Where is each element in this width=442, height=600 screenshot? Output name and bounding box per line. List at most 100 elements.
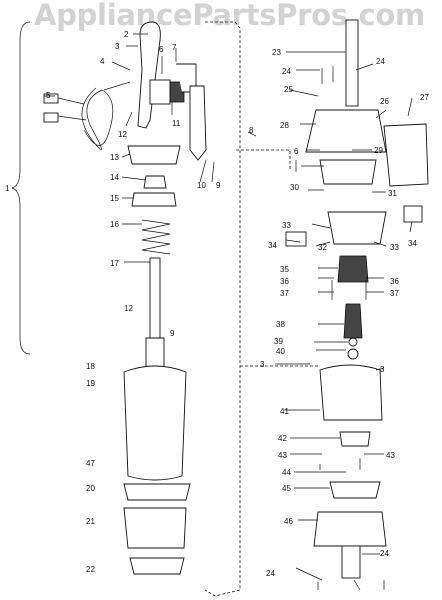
center-tube [149, 257, 161, 339]
callout-label: 20 [86, 484, 95, 493]
callout-label: 6 [159, 45, 164, 54]
dashed-outline-main [204, 21, 241, 597]
screws [295, 66, 385, 590]
callout-label: 9 [216, 181, 221, 190]
base-housing [319, 364, 383, 421]
clamp-part-15 [131, 192, 177, 207]
callout-label: 24 [266, 569, 275, 578]
callout-label: 33 [282, 221, 291, 230]
callout-label: 38 [276, 320, 285, 329]
dust-cup [383, 123, 429, 187]
callout-label: 16 [110, 220, 119, 229]
callout-label: 3 [260, 360, 265, 369]
center-tube-lower [145, 337, 165, 369]
leader-lines [44, 33, 413, 591]
callout-label: 2 [124, 30, 129, 39]
callout-label: 36 [280, 277, 289, 286]
callout-label: 24 [376, 57, 385, 66]
base-46 [313, 511, 387, 547]
callout-label: 40 [276, 347, 285, 356]
callout-label: 3 [115, 42, 120, 51]
filter-pad-left [285, 231, 307, 247]
callout-label: 37 [280, 289, 289, 298]
callout-label: 36 [390, 277, 399, 286]
callout-label: 45 [282, 484, 291, 493]
power-cord-lead [57, 81, 131, 121]
callout-label: 34 [408, 239, 417, 248]
lower-housing-30 [319, 159, 377, 185]
handle-switch [149, 79, 171, 105]
callout-label: 12 [118, 130, 127, 139]
dashed-outline-link-upper [236, 149, 291, 170]
callout-label: 26 [380, 97, 389, 106]
clamp-part-14 [143, 175, 167, 189]
watermark: AppliancePartsPros.com [34, 0, 425, 32]
callout-label: 21 [86, 517, 95, 526]
callout-label: 30 [290, 183, 299, 192]
handle-grip [137, 21, 161, 129]
callout-label: 27 [420, 93, 429, 102]
callout-label: 3 [380, 365, 385, 374]
callout-label: 29 [374, 146, 383, 155]
spring [141, 219, 171, 255]
upper-tube [345, 19, 359, 107]
handle-collar [127, 145, 181, 165]
callout-label: 5 [46, 91, 51, 100]
callout-label: 32 [318, 243, 327, 252]
wheel-column [341, 545, 361, 579]
callout-label: 44 [282, 468, 291, 477]
washer-40 [347, 348, 359, 360]
callout-label: 39 [274, 337, 283, 346]
power-cord-coil [81, 87, 114, 150]
callout-label: 23 [272, 48, 281, 57]
armature [343, 303, 363, 339]
dust-bag [123, 365, 187, 481]
callout-label: 28 [280, 121, 289, 130]
callout-label: 12 [124, 304, 133, 313]
nozzle-42 [339, 431, 371, 447]
callout-label: 19 [86, 379, 95, 388]
assembly-bracket-label: 1 [5, 184, 10, 193]
callout-label: 18 [86, 362, 95, 371]
filter-pad-right [403, 205, 423, 223]
callout-label: 37 [390, 289, 399, 298]
callout-label: 17 [110, 259, 119, 268]
callout-label: 6 [294, 147, 299, 156]
callout-label: 31 [388, 189, 397, 198]
callout-label: 47 [86, 459, 95, 468]
fan-plate [327, 211, 387, 245]
handle-bracket [189, 85, 207, 161]
motor [337, 255, 369, 283]
callout-label: 41 [280, 407, 289, 416]
callout-label: 11 [172, 119, 181, 128]
callout-label: 35 [280, 265, 289, 274]
callout-label: 42 [278, 434, 287, 443]
callout-label: 43 [386, 451, 395, 460]
callout-label: 33 [390, 243, 399, 252]
bag-ring-20 [123, 483, 191, 501]
callout-label: 9 [170, 329, 175, 338]
callout-label: 34 [268, 241, 277, 250]
callout-label: 24 [380, 549, 389, 558]
bag-housing-21 [123, 507, 187, 549]
callout-label: 25 [284, 85, 293, 94]
motor-housing-top [305, 109, 387, 153]
power-plug [43, 93, 59, 104]
washer-39 [348, 337, 358, 347]
callout-label: 43 [278, 451, 287, 460]
callout-label: 14 [110, 173, 119, 182]
callout-label: 13 [110, 153, 119, 162]
callout-label: 10 [197, 181, 206, 190]
assembly-bracket [11, 21, 31, 355]
callout-label: 24 [282, 67, 291, 76]
callout-label: 4 [100, 57, 105, 66]
power-plug-lower [43, 112, 59, 123]
callout-label: 8 [249, 126, 254, 135]
fan-45 [329, 481, 381, 499]
bag-bottom-22 [129, 557, 185, 575]
callout-label: 46 [284, 517, 293, 526]
callout-label: 15 [110, 194, 119, 203]
